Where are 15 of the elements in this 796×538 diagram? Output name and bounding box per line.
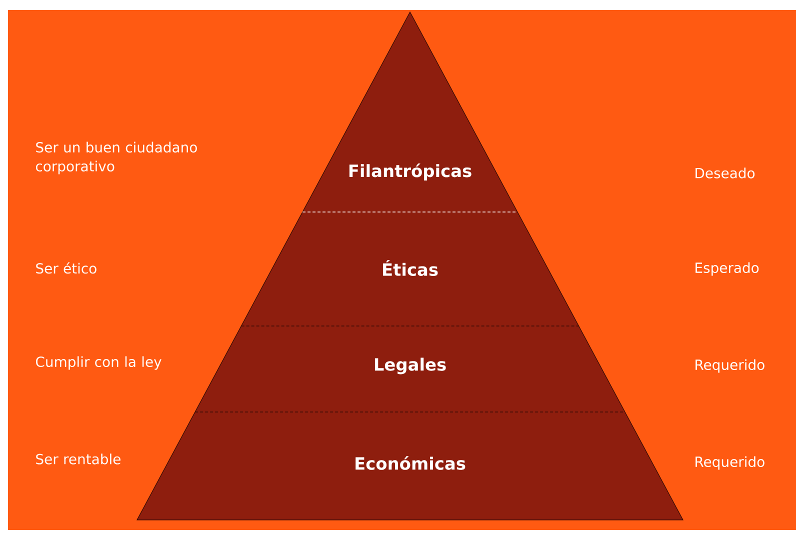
side-text: Ser un buen ciudadano corporativo	[36, 142, 197, 174]
node-label: Filantrópicas	[349, 163, 472, 181]
pyramid-band: Legales	[195, 326, 625, 412]
side-text: Cumplir con la ley	[36, 356, 162, 370]
side-text: Deseado	[696, 168, 755, 178]
side-text: Ser ético	[36, 262, 96, 274]
pyramid-top: Filantrópicas	[302, 12, 518, 212]
side-text: Esperado	[696, 262, 759, 276]
pyramid-band: Económicas	[137, 412, 683, 520]
node-label: Legales	[374, 358, 446, 374]
side-text: Ser rentable	[36, 454, 120, 464]
pyramid-band: Éticas	[241, 212, 579, 326]
side-text: Requerido	[696, 359, 764, 373]
node-label: Éticas	[383, 260, 438, 276]
node-label: Económicas	[356, 456, 466, 470]
